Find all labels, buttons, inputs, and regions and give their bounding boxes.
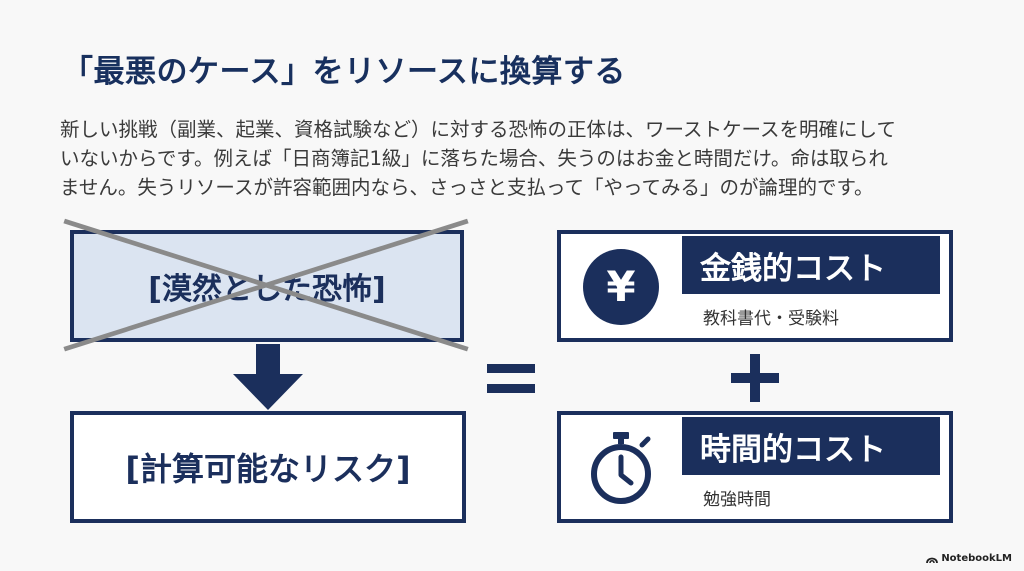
money-cost-subtitle: 教科書代・受験料 [703,309,839,329]
money-cost-title: 金銭的コスト [682,236,940,294]
time-cost-title: 時間的コスト [682,417,940,475]
footer-brand: NotebookLM [941,553,1012,564]
body-line: いないからです。例えば「日商簿記1級」に落ちた場合、失うのはお金と時間だけ。命は… [60,147,888,170]
notebooklm-mark-icon [926,557,939,563]
down-arrow-icon [233,344,303,410]
notebooklm-logo: NotebookLM [926,553,1012,564]
slide-title: 「最悪のケース」をリソースに換算する [62,54,626,90]
body-line: 新しい挑戦（副業、起業、資格試験など）に対する恐怖の正体は、ワーストケースを明確… [60,118,896,141]
time-cost-subtitle: 勉強時間 [703,490,771,510]
calculable-risk-box: [計算可能なリスク] [70,411,466,523]
body-paragraph: 新しい挑戦（副業、起業、資格試験など）に対する恐怖の正体は、ワーストケースを明確… [60,115,980,202]
yen-icon: ¥ [583,249,659,325]
stopwatch-icon [591,432,651,504]
vague-fear-box: [漠然とした恐怖] [63,218,469,352]
calculable-risk-label: [計算可能なリスク] [125,450,411,488]
cross-out-icon [63,218,469,352]
vague-fear-label: [漠然とした恐怖] [148,272,386,307]
body-line: ません。失うリソースが許容範囲内なら、さっさと支払って「やってみる」のが論理的で… [60,176,874,199]
plus-sign [731,354,779,402]
equals-sign [487,360,535,396]
money-cost-box: ¥ 金銭的コスト 教科書代・受験料 [557,230,953,342]
svg-text:¥: ¥ [606,262,635,311]
time-cost-box: 時間的コスト 勉強時間 [557,411,953,523]
